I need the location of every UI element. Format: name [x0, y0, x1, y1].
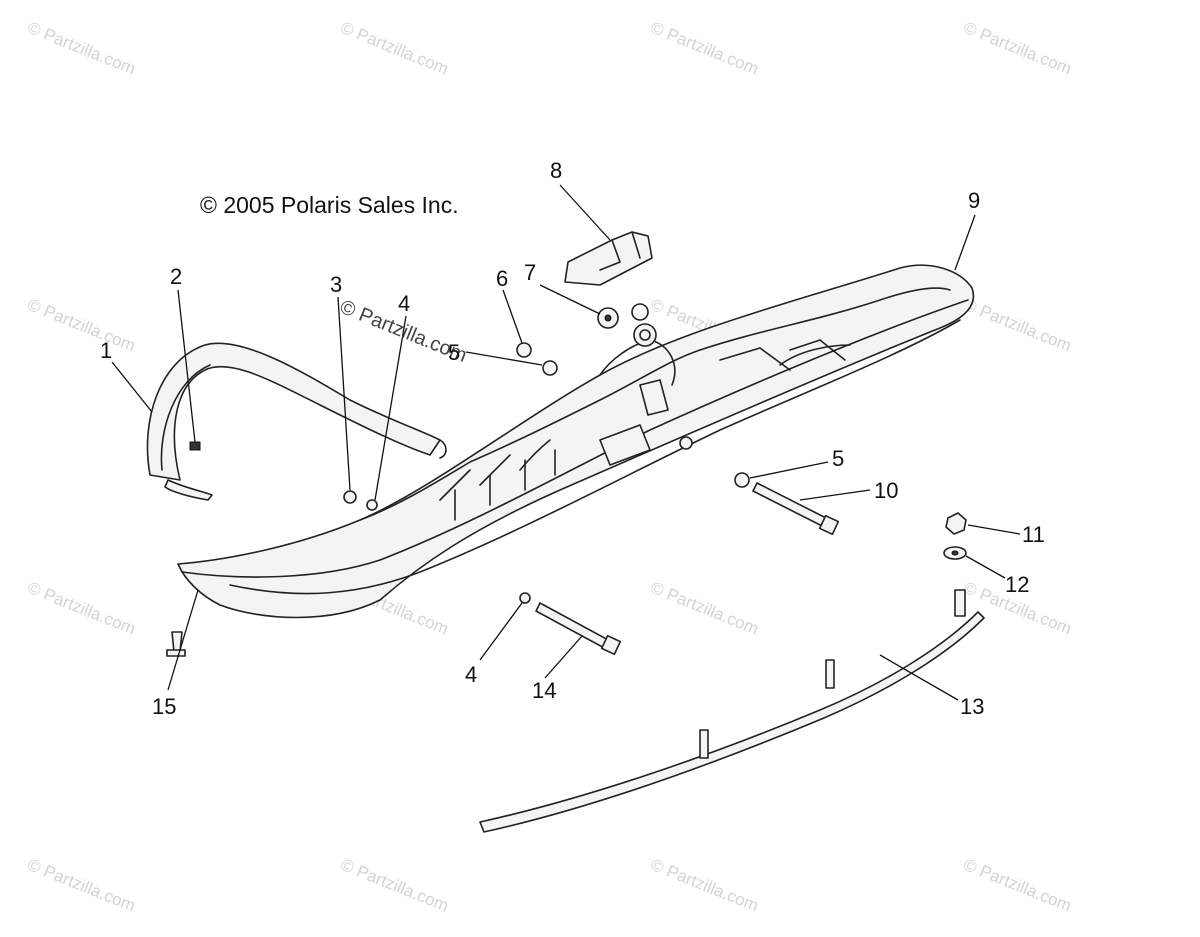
callout-15[interactable]: 15	[152, 694, 177, 719]
washer	[366, 499, 378, 511]
washer	[519, 592, 531, 604]
nut	[343, 490, 357, 504]
callout-4[interactable]: 4	[465, 662, 478, 687]
callout-9[interactable]: 9	[968, 188, 981, 213]
ski-body	[177, 264, 975, 619]
callout-1[interactable]: 1	[100, 338, 113, 363]
washer	[734, 472, 750, 488]
callout-7[interactable]: 7	[524, 260, 537, 285]
lock-nut	[945, 512, 967, 535]
pin	[166, 631, 186, 657]
callout-10[interactable]: 10	[874, 478, 899, 503]
leader-lines	[111, 184, 1021, 701]
washer	[679, 436, 693, 450]
callout-13[interactable]: 13	[960, 694, 985, 719]
bushing-hole	[639, 329, 651, 341]
bolt	[752, 482, 840, 536]
callout-8[interactable]: 8	[550, 158, 563, 183]
ski-handle	[146, 342, 447, 501]
washer-hole	[604, 314, 612, 322]
ski-saddle	[564, 231, 653, 286]
callout-12[interactable]: 12	[1005, 572, 1030, 597]
wear-bar	[479, 589, 985, 833]
callout-5[interactable]: 5	[832, 446, 845, 471]
nut	[516, 342, 532, 358]
callout-5[interactable]: 5	[448, 340, 461, 365]
callout-14[interactable]: 14	[532, 678, 557, 703]
callout-6[interactable]: 6	[496, 266, 509, 291]
callout-4[interactable]: 4	[398, 291, 411, 316]
bolt	[535, 602, 622, 656]
copyright-notice: © 2005 Polaris Sales Inc.	[200, 192, 459, 218]
bushing	[633, 323, 657, 347]
callout-2[interactable]: 2	[170, 264, 183, 289]
washer-hole	[951, 550, 959, 556]
callout-11[interactable]: 11	[1022, 522, 1045, 547]
washer	[542, 360, 558, 376]
callout-3[interactable]: 3	[330, 272, 343, 297]
